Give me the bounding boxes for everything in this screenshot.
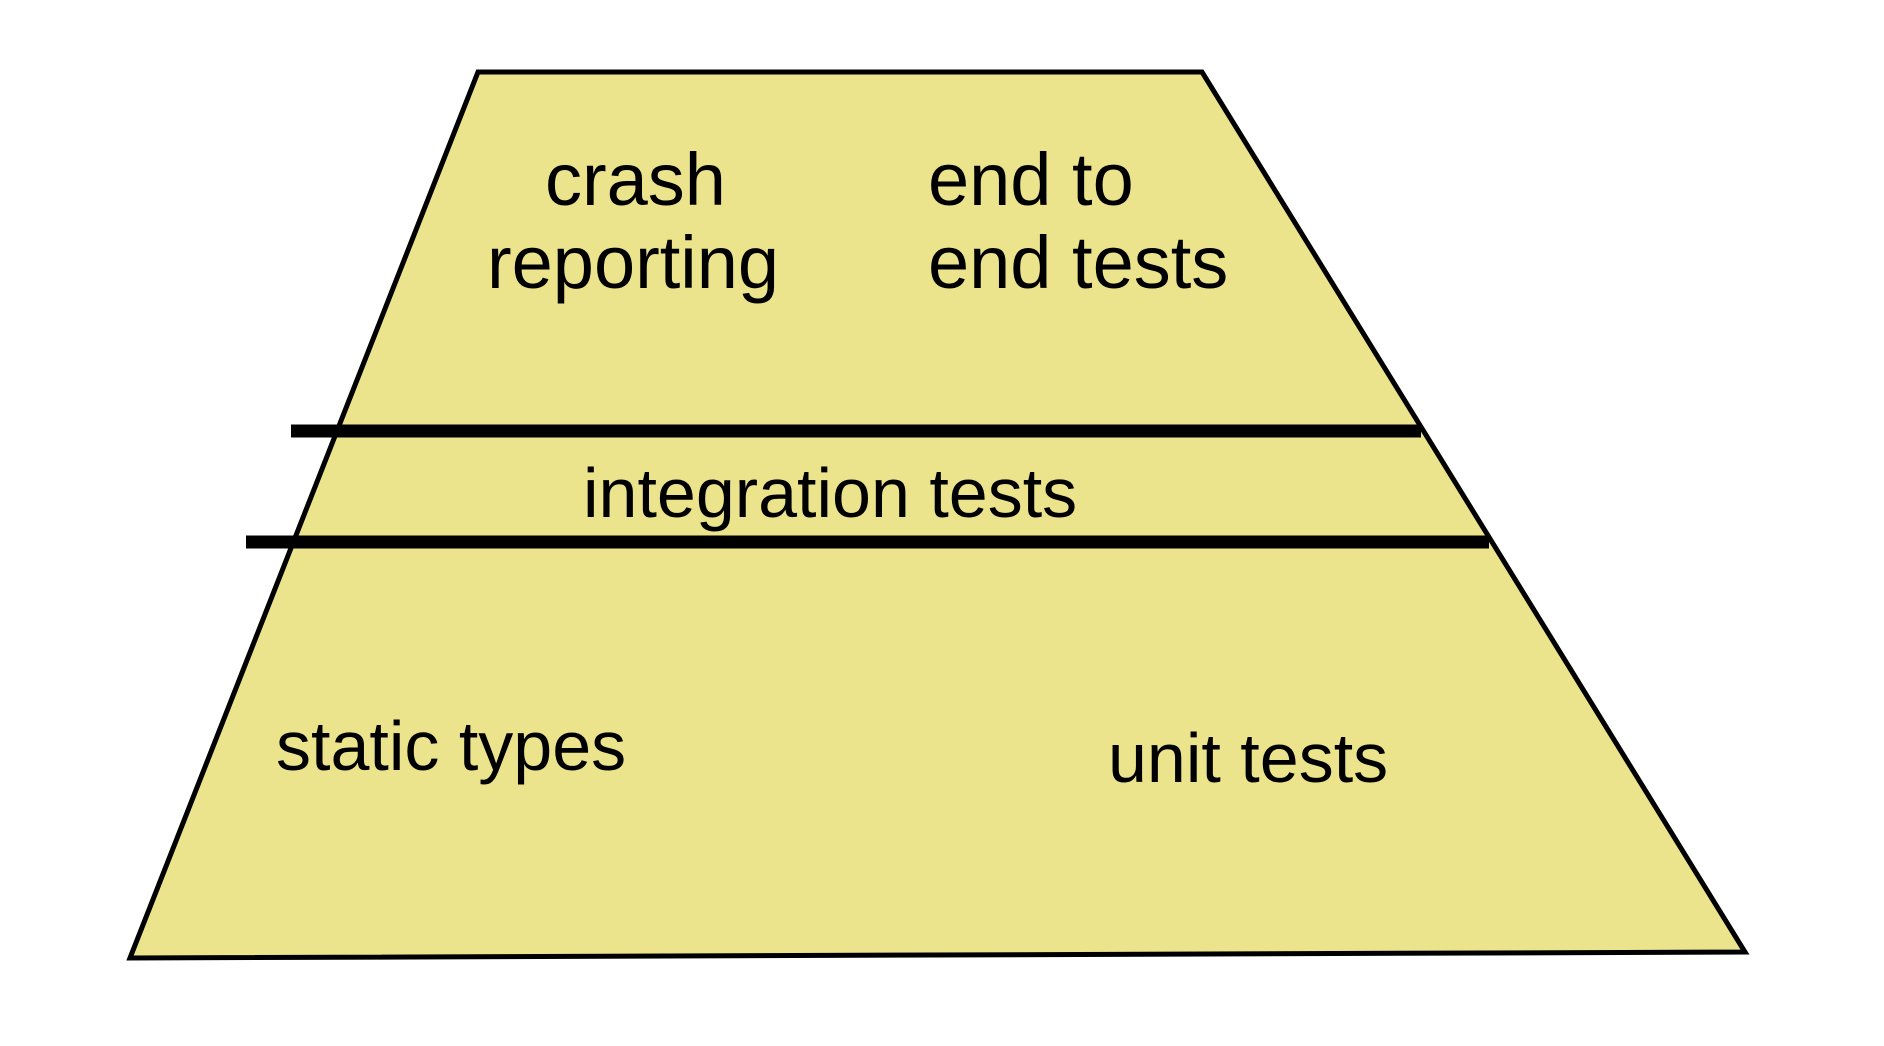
label-crash-reporting-line2: reporting (487, 221, 779, 304)
label-crash-reporting-line1: crash (545, 138, 726, 221)
label-integration-tests: integration tests (583, 454, 1077, 532)
label-static-types: static types (276, 707, 626, 785)
pyramid-body-shape (126, 69, 1750, 961)
label-end-to-end-tests-line2: end tests (928, 221, 1228, 304)
label-unit-tests: unit tests (1108, 719, 1388, 797)
label-end-to-end-tests-line1: end to (928, 138, 1134, 221)
